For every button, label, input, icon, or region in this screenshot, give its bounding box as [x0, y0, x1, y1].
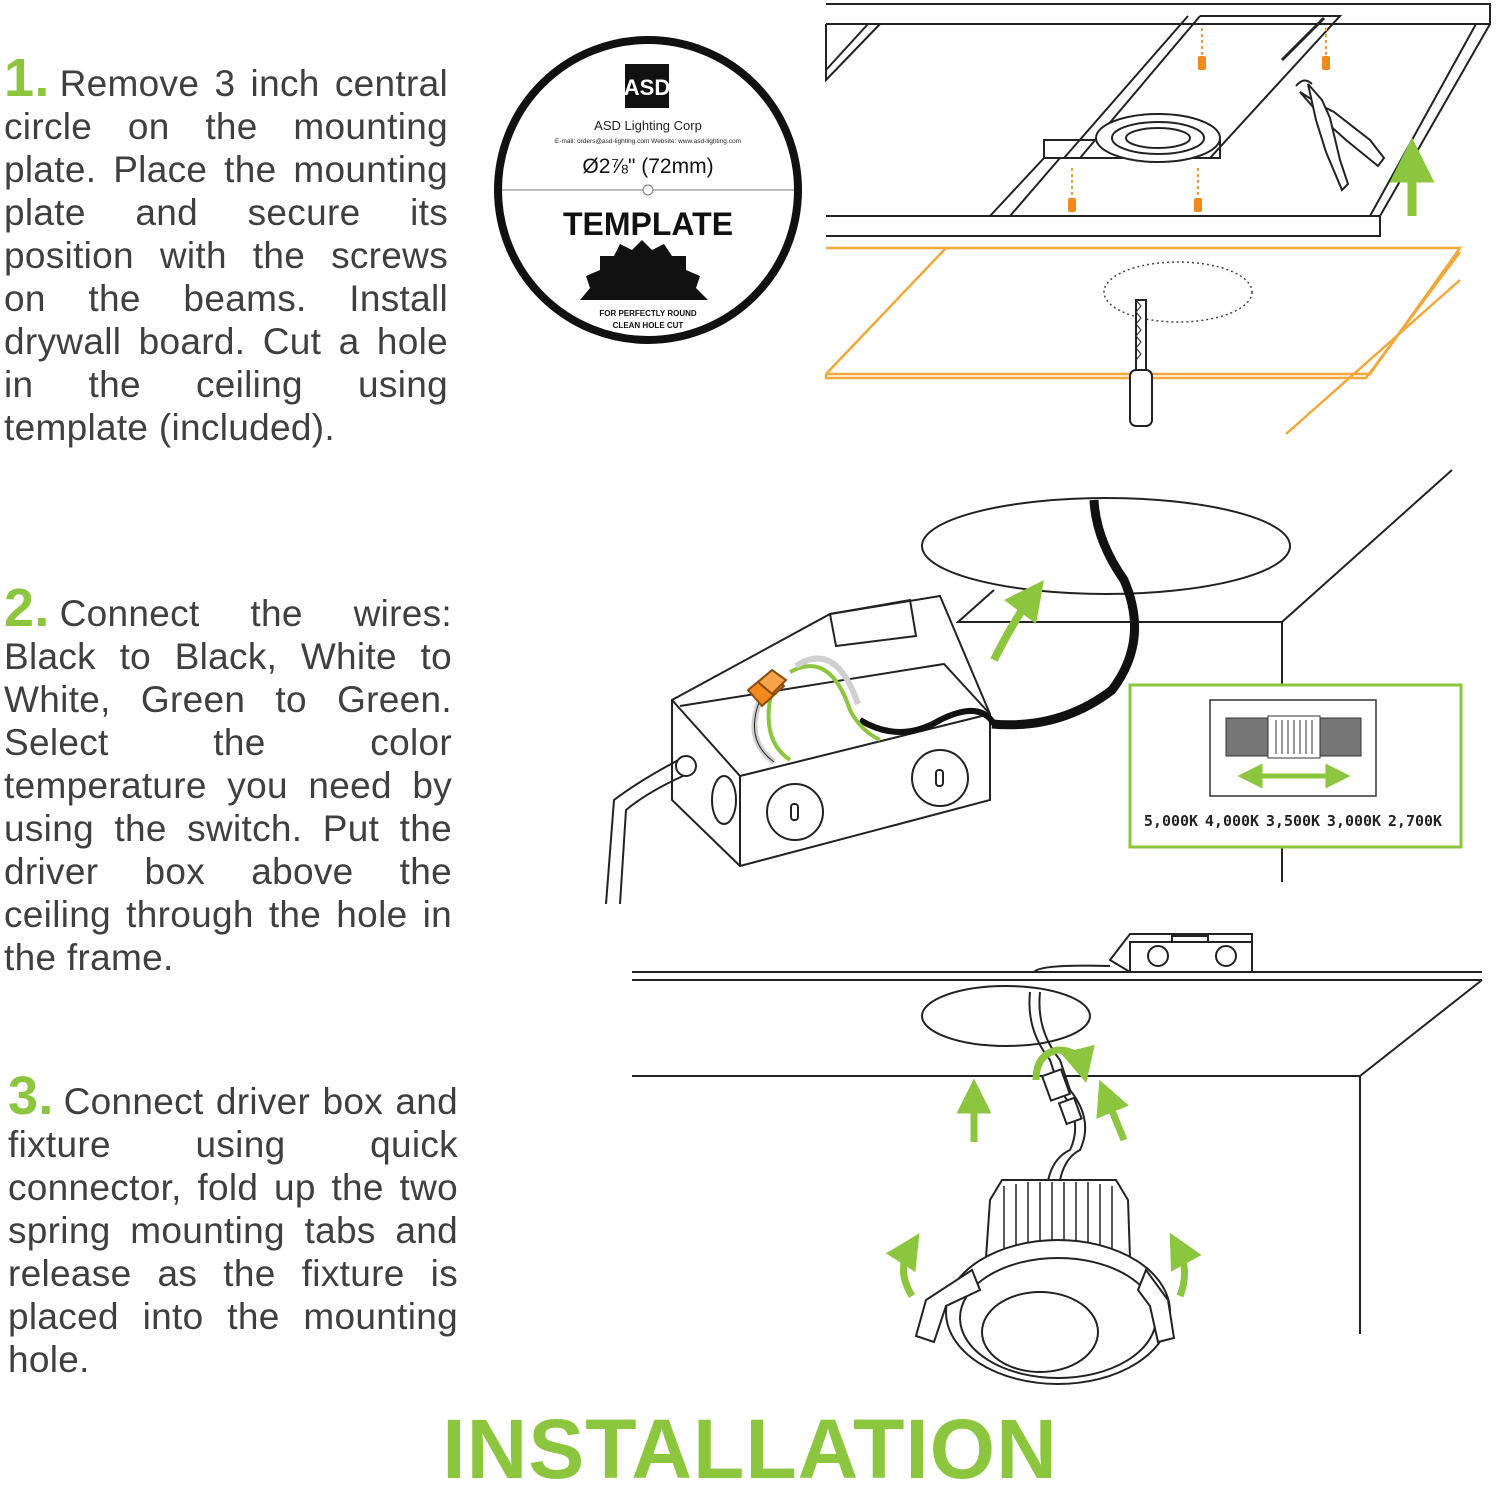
step-2-text: 2.Connect the wires: Black to Black, Whi… — [4, 581, 452, 979]
switch-label-5000k: 5,000K — [1144, 812, 1198, 830]
step-3-description: Connect driver box and fixture using qui… — [8, 1081, 458, 1380]
fixture-arrows — [885, 1044, 1202, 1298]
jigsaw-blade-icon — [1129, 299, 1153, 427]
company-name: ASD Lighting Corp — [594, 118, 702, 133]
switch-label-2700k: 2,700K — [1388, 812, 1442, 830]
asd-logo: ASD — [624, 64, 670, 108]
step-3-number: 3. — [8, 1066, 54, 1126]
step-1-number: 1. — [4, 48, 50, 108]
hole-size: Ø2⅞" (72mm) — [582, 155, 713, 178]
template-heading: TEMPLATE — [563, 206, 733, 242]
saw-blade-icon — [580, 240, 708, 300]
switch-slider — [1267, 715, 1321, 759]
driver-box-figure — [605, 469, 1453, 905]
template-footer-1: FOR PERFECTLY ROUND — [599, 309, 697, 318]
up-arrow-right-icon — [1096, 1079, 1129, 1142]
fold-arrow-right-icon — [1169, 1232, 1202, 1298]
logo-text: ASD — [624, 75, 670, 100]
pliers-icon — [1295, 79, 1386, 192]
step-2-number: 2. — [4, 578, 50, 638]
company-contact: E-mail: orders@asd-lighting.com Website:… — [555, 138, 741, 145]
step-1-description: Remove 3 inch central circle on the moun… — [4, 63, 448, 448]
switch-label-3500k: 3,500K — [1266, 812, 1320, 830]
switch-label-4000k: 4,000K — [1205, 812, 1259, 830]
template-footer-2: CLEAN HOLE CUT — [613, 321, 684, 330]
template-card: ASD ASD Lighting Corp E-mail: orders@asd… — [494, 36, 802, 344]
installation-title: INSTALLATION — [442, 1402, 1058, 1496]
wire-connector-icon — [746, 668, 788, 708]
step-3-text: 3.Connect driver box and fixture using q… — [8, 1069, 458, 1381]
step-1-text: 1.Remove 3 inch central circle on the mo… — [4, 51, 448, 449]
connect-arrow-icon — [1032, 1044, 1095, 1083]
fold-arrow-left-icon — [885, 1233, 920, 1298]
mounting-plate-figure — [824, 3, 1491, 435]
color-temp-switch-inset: 5,000K 4,000K 3,500K 3,000K 2,700K — [1128, 683, 1463, 849]
fixture-figure — [632, 933, 1483, 1385]
step-2-description: Connect the wires: Black to Black, White… — [4, 593, 452, 978]
curved-arrow-icon — [990, 579, 1044, 662]
switch-label-3000k: 3,000K — [1327, 812, 1381, 830]
